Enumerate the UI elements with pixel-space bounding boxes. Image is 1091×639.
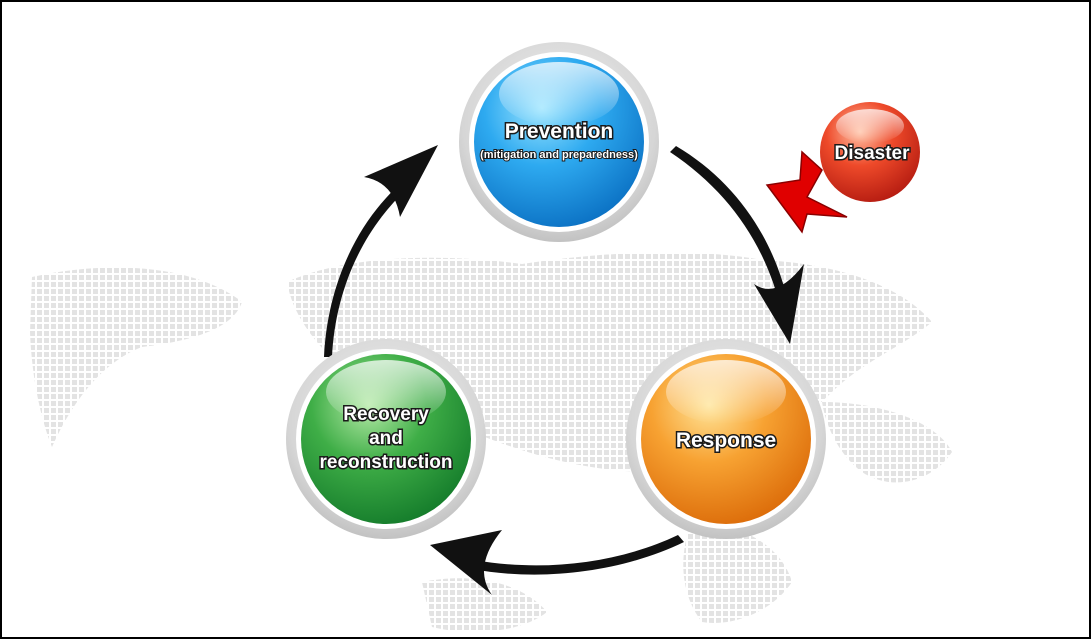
recovery-line-3: reconstruction bbox=[319, 452, 452, 473]
recovery-line-1: Recovery bbox=[343, 404, 429, 425]
node-disaster: Disaster bbox=[820, 102, 920, 202]
response-title: Response bbox=[676, 429, 776, 452]
arrow-recovery-to-prevention bbox=[324, 145, 438, 357]
recovery-line-2: and bbox=[369, 428, 403, 449]
arrow-prevention-to-response bbox=[670, 146, 804, 344]
disaster-title: Disaster bbox=[835, 143, 911, 164]
arrow-response-to-recovery bbox=[430, 530, 684, 595]
disaster-arrow bbox=[765, 150, 848, 234]
node-recovery: Recovery and reconstruction bbox=[286, 339, 486, 539]
prevention-title: Prevention bbox=[505, 120, 614, 143]
node-response: Response bbox=[626, 339, 826, 539]
node-prevention: Prevention (mitigation and preparedness) bbox=[459, 42, 659, 242]
prevention-subtitle: (mitigation and preparedness) bbox=[480, 149, 638, 161]
